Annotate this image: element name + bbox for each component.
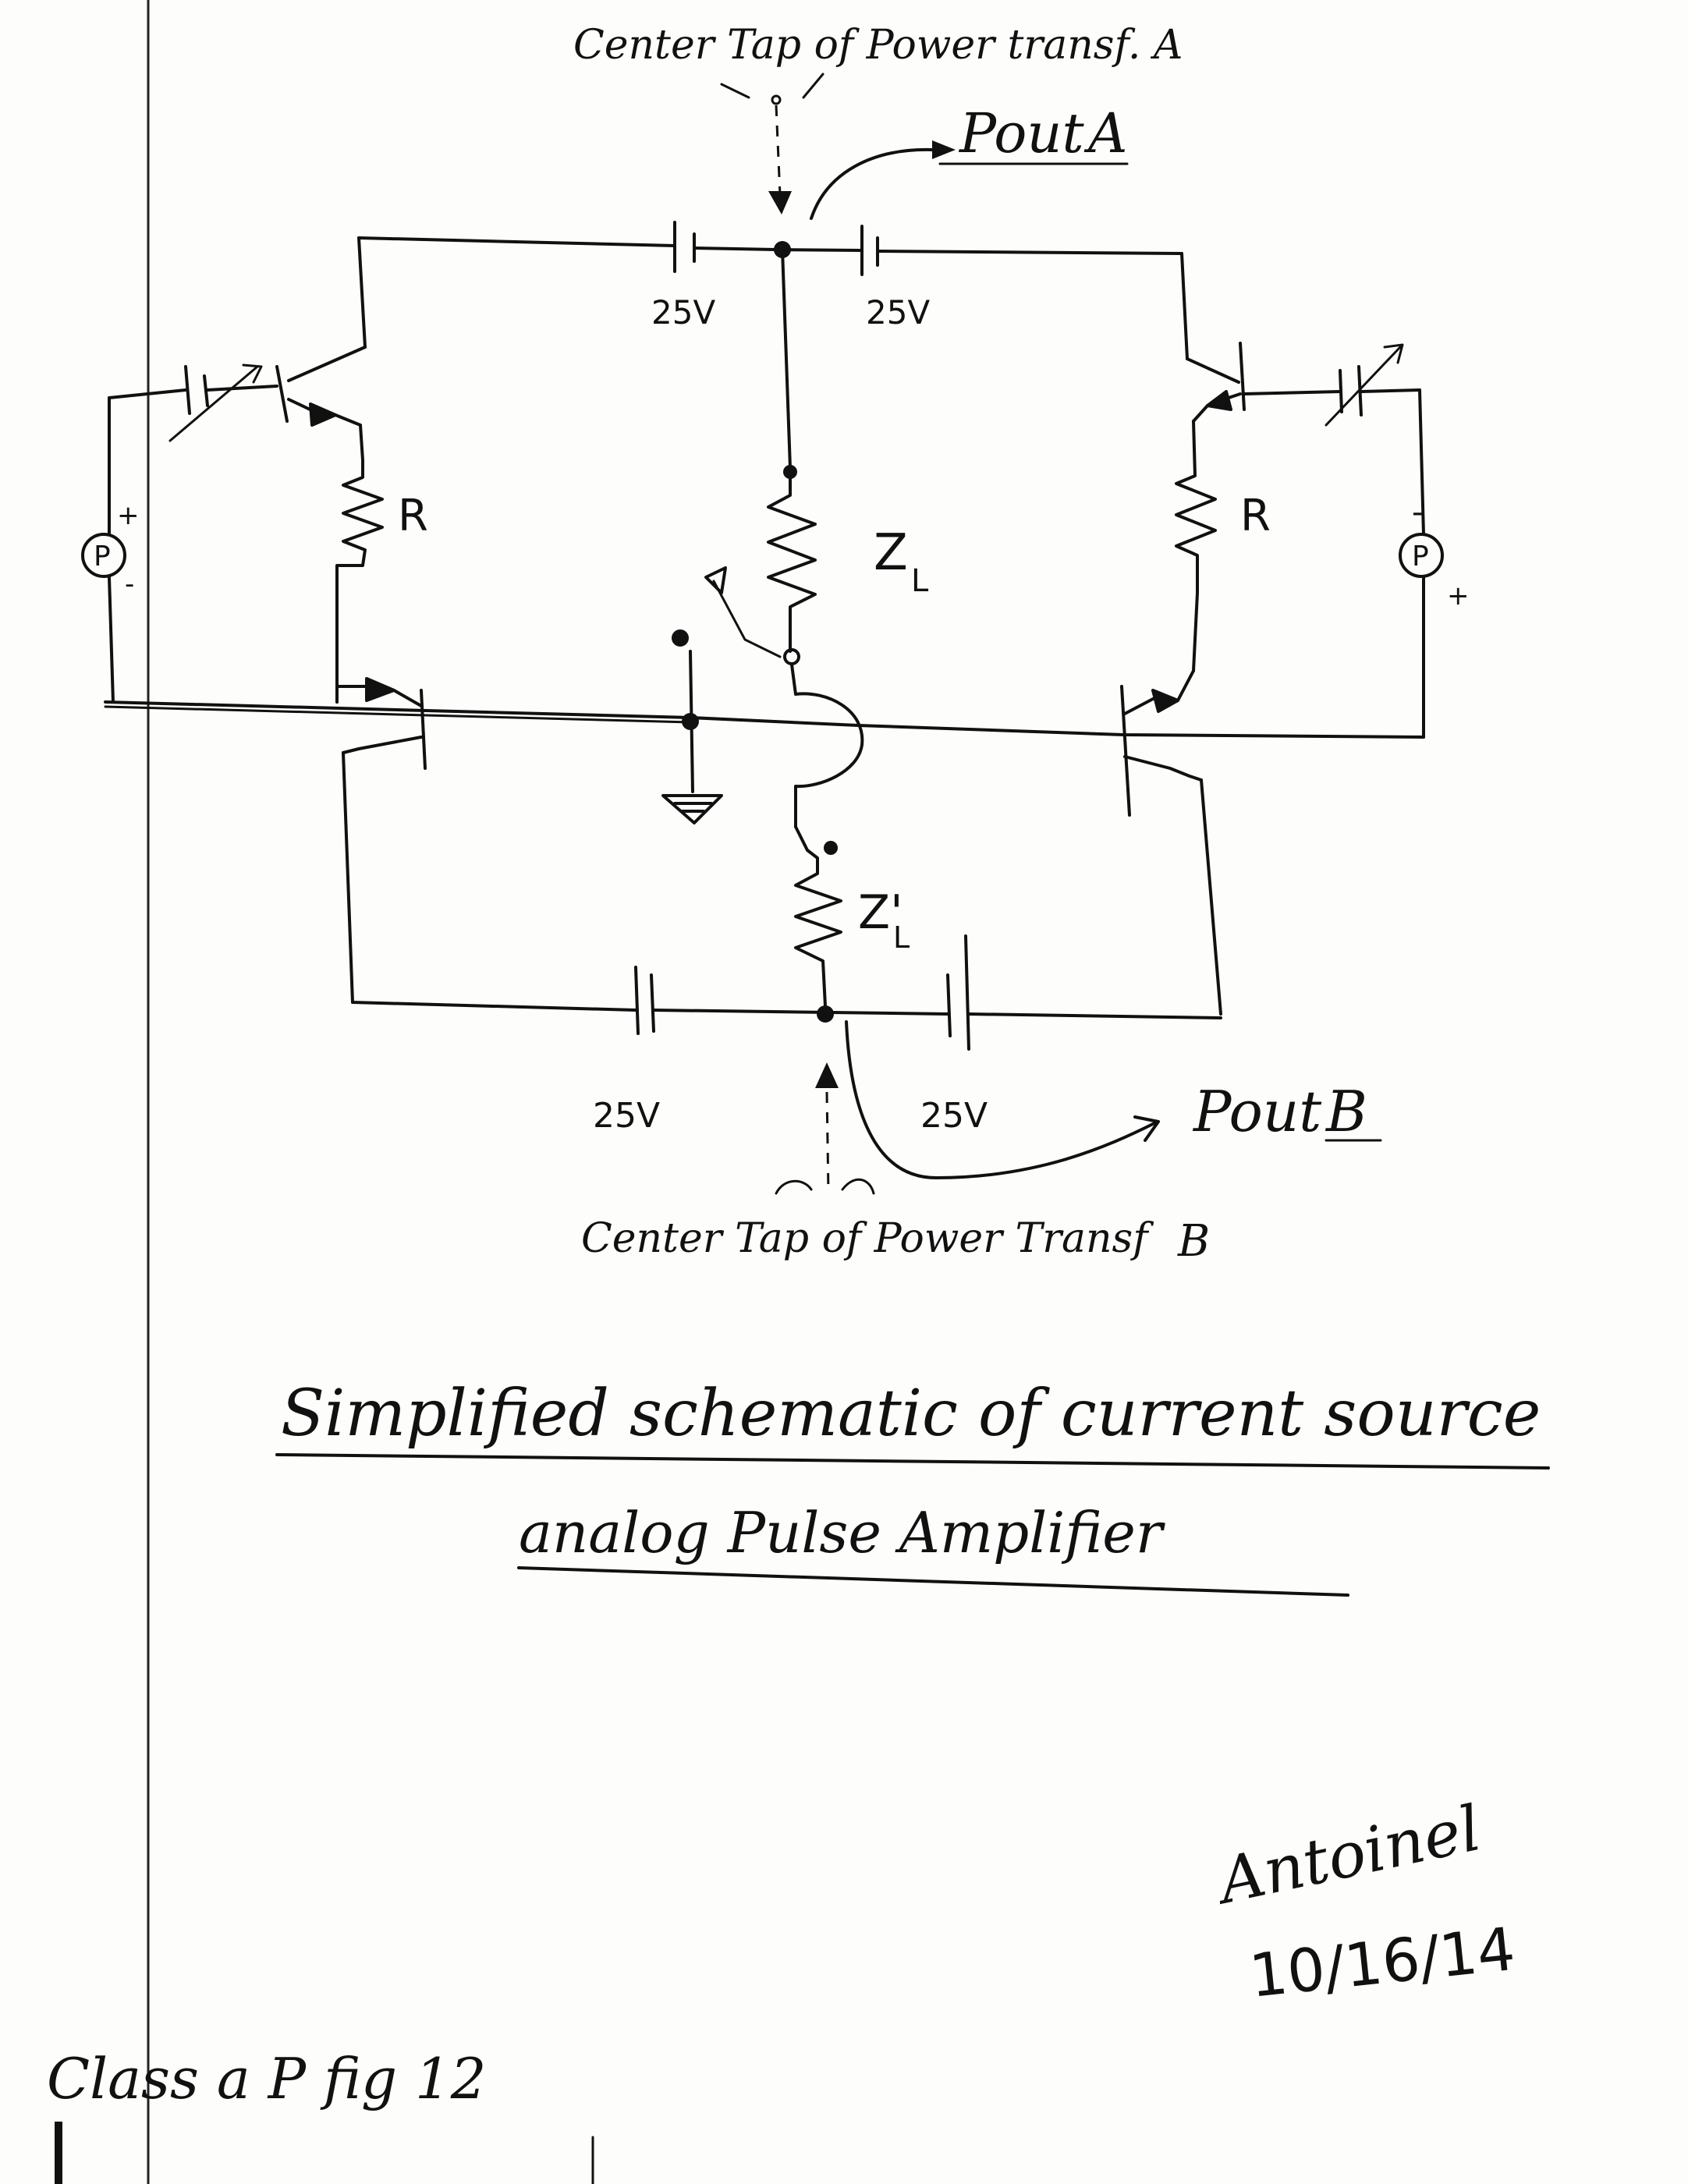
zl-label: Z [874, 524, 908, 582]
pout-b-arrowhead [1133, 1115, 1160, 1142]
right-probe-wire-top [1418, 388, 1425, 536]
center-tap-b-lead [825, 1091, 830, 1194]
bottom-right-wire [1200, 778, 1222, 1016]
bottom-left-wire [342, 751, 354, 1004]
center-tap-a-lead [775, 105, 782, 196]
left-probe-label: P [94, 541, 111, 573]
left-bias-battery [108, 363, 278, 442]
left-rail-wire [357, 236, 367, 349]
center-node-b [817, 1005, 834, 1023]
caption-underline-1 [275, 1453, 1550, 1470]
center-tap-b-arrow [815, 1062, 839, 1088]
center-tap-b-letter: B [1177, 1216, 1210, 1267]
zl-top-lead [781, 248, 792, 470]
pout-a-letter: A [1083, 101, 1128, 165]
zl-subscript: L [911, 563, 929, 599]
pout-a-arrow [810, 147, 934, 220]
pout-b-label: Pout [1192, 1079, 1322, 1144]
top-right-voltage: 25V [866, 293, 930, 332]
zl-prime-top-node [824, 841, 838, 855]
left-probe [81, 533, 126, 578]
zl-resistor [767, 476, 817, 653]
zl-probe-arrowhead [704, 566, 727, 594]
right-upper-transistor [1186, 342, 1246, 423]
pout-b-arrow [845, 1020, 1156, 1179]
bottom-supply-rail [351, 934, 1222, 1051]
tap-b-pointer-left [775, 1179, 813, 1195]
pout-a-label: Pout [958, 101, 1084, 165]
top-supply-rail [357, 221, 1183, 276]
ground-symbol [661, 629, 723, 824]
crossover-hump [790, 663, 864, 828]
right-rail-wire [1180, 252, 1189, 360]
left-probe-wire-bottom [108, 576, 115, 704]
bottom-left-voltage: 25V [593, 1096, 660, 1136]
left-probe-plus: + [117, 500, 140, 531]
right-resistor [1175, 420, 1217, 672]
zl-top-node [783, 465, 797, 479]
figure-tag: Class a P fig 12 [47, 2046, 487, 2111]
center-tap-b-label: Center Tap of Power Transf [581, 1215, 1154, 1262]
main-bus [104, 700, 1425, 739]
left-resistor-label: R [398, 491, 428, 541]
main-bus-shadow [104, 705, 692, 724]
bottom-right-voltage: 25V [920, 1096, 988, 1136]
tap-a-pointer-right [802, 73, 824, 99]
pout-b-letter: B [1325, 1079, 1367, 1144]
left-upper-transistor [275, 346, 367, 427]
caption-line-1: Simplified schematic of current source [281, 1377, 1541, 1451]
right-probe-minus: - [1412, 495, 1423, 530]
right-bias-battery [1243, 343, 1421, 427]
right-probe-label: P [1412, 541, 1429, 573]
zl-probe-line [712, 580, 782, 658]
pout-a-arrowhead [932, 140, 956, 159]
signature-name: Antoinel [1207, 1792, 1487, 1919]
signature-date: 10/16/14 [1246, 1914, 1519, 2011]
tap-b-pointer-right [841, 1178, 875, 1195]
left-probe-minus: - [125, 569, 134, 600]
zl-prime-subscript: L [893, 920, 910, 955]
tap-a-pointer-left [720, 83, 750, 99]
left-resistor [335, 424, 384, 704]
center-tap-a-label: Center Tap of Power transf. A [573, 22, 1183, 69]
center-tap-a-arrow [768, 191, 792, 214]
top-left-voltage: 25V [651, 293, 715, 332]
zl-bottom-node [783, 648, 800, 665]
right-probe [1399, 533, 1444, 578]
zl-prime-label: Z' [858, 885, 903, 940]
right-probe-plus: + [1447, 580, 1470, 612]
left-lower-transistor [335, 677, 427, 770]
right-resistor-label: R [1240, 491, 1271, 541]
right-lower-transistor [1120, 669, 1203, 817]
center-tap-a-terminal [771, 94, 782, 105]
caption-line-2: analog Pulse Amplifier [519, 1500, 1165, 1565]
caption-underline-2 [517, 1566, 1349, 1597]
zl-prime-resistor [794, 825, 842, 1008]
